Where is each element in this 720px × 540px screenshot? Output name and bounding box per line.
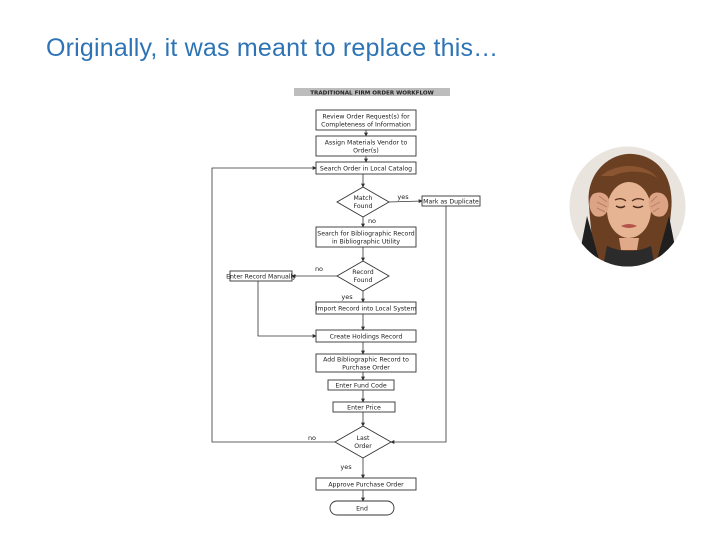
branch-label-record-yes: yes: [341, 293, 353, 301]
connector: [388, 199, 423, 204]
decision-record-label: Record: [352, 269, 373, 276]
decision-match-label: Match: [354, 195, 373, 202]
decision-last-order: [334, 425, 392, 459]
step-fund-code-label: Enter Fund Code: [335, 383, 387, 390]
decision-record: [336, 260, 390, 292]
step-search-bib-label: Search for Bibliographic Record: [317, 231, 414, 238]
step-add-bib-label: Purchase Order: [342, 365, 390, 372]
stressed-woman-photo: [569, 146, 686, 267]
decision-record-label: Found: [354, 277, 373, 284]
step-end-label: End: [356, 506, 368, 513]
step-review-label: Completeness of Information: [321, 122, 411, 129]
decision-match: [336, 186, 390, 218]
step-price-label: Enter Price: [347, 405, 381, 412]
step-assign-label: Assign Materials Vendor to: [325, 140, 408, 147]
connector: [257, 281, 317, 338]
branch-label-match-yes: yes: [397, 193, 409, 201]
step-assign-label: Order(s): [353, 148, 379, 155]
diagram-heading-bar: [294, 88, 450, 96]
step-approve-label: Approve Purchase Order: [328, 482, 404, 489]
step-import-label: Import Record into Local System: [316, 306, 417, 313]
connector: [211, 166, 335, 443]
slide-title: Originally, it was meant to replace this…: [46, 34, 499, 62]
step-add-bib-box: [315, 353, 417, 373]
step-mark-duplicate-label: Mark as Duplicate: [423, 199, 479, 206]
step-add-bib-label: Add Bibliographic Record to: [323, 357, 409, 364]
decision-match-label: Found: [354, 203, 373, 210]
branch-label-last-yes: yes: [340, 463, 352, 471]
decision-last-order-label: Order: [354, 443, 372, 450]
step-review-label: Review Order Request(s) for: [322, 114, 410, 121]
step-approve-box: [315, 477, 417, 491]
step-search-bib-label: in Bibliographic Utility: [332, 239, 400, 246]
connector: [390, 206, 447, 444]
step-enter-manual-label: Enter Record Manually: [226, 274, 296, 281]
decision-last-order-label: Last: [357, 435, 370, 442]
step-import-box: [315, 301, 417, 315]
step-holdings-label: Create Holdings Record: [330, 334, 403, 341]
branch-label-record-no: no: [315, 265, 323, 273]
step-search-local-label: Search Order in Local Catalog: [320, 166, 412, 173]
branch-label-match-no: no: [368, 217, 376, 225]
branch-label-last-no: no: [308, 434, 316, 442]
step-search-bib-box: [315, 226, 417, 248]
diagram-heading: TRADITIONAL FIRM ORDER WORKFLOW: [310, 91, 434, 97]
